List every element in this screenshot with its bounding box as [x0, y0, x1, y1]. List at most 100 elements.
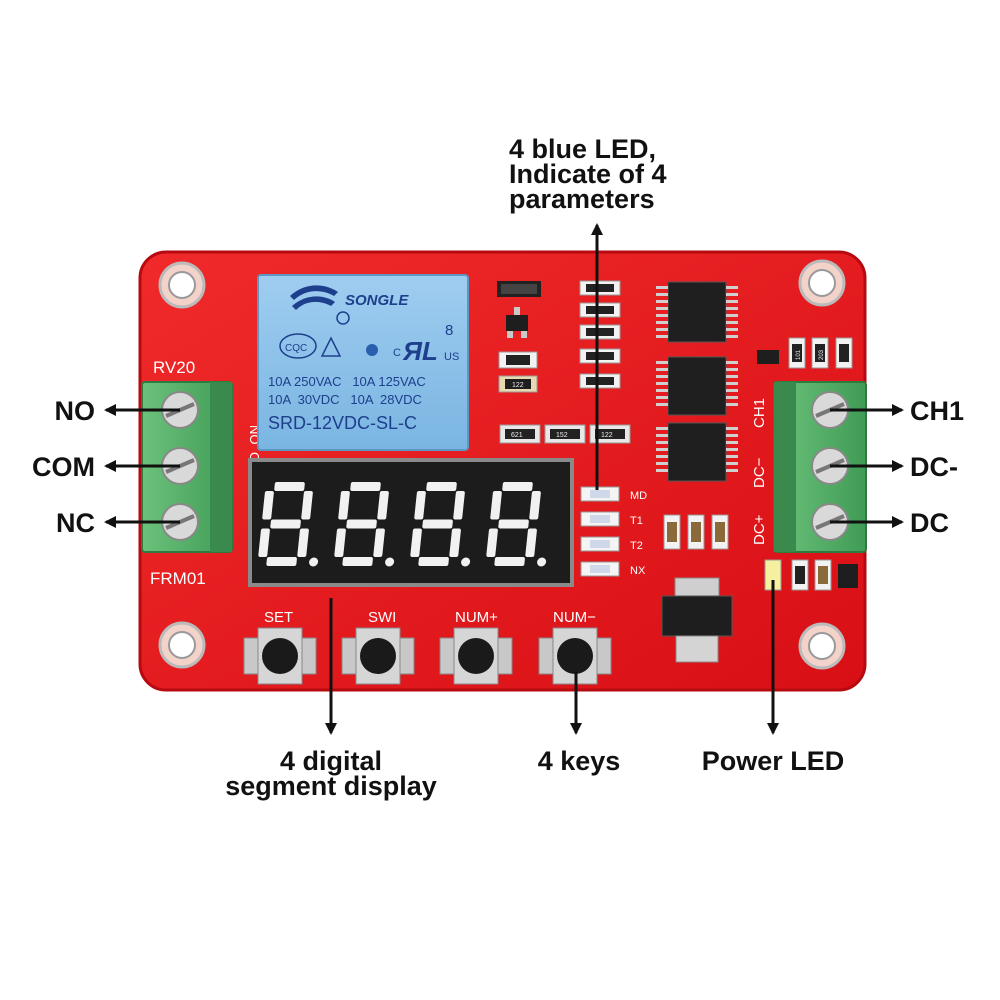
relay-mark-8: 8: [445, 322, 453, 339]
callout-power-led: Power LED: [702, 746, 845, 776]
num-minus-button[interactable]: [538, 627, 612, 685]
relay-cert-us: US: [444, 351, 459, 363]
callout-dc-minus: DC-: [910, 452, 958, 482]
songle-logo-icon: [290, 285, 338, 310]
warning-triangle-icon: [320, 336, 342, 357]
digit-segment: [418, 557, 449, 566]
smd-components-right: 101 203: [757, 337, 853, 369]
digit-dot: [461, 557, 471, 567]
callout-keys: 4 keys: [538, 746, 621, 776]
mounting-hole: [158, 261, 206, 309]
led-label-nx: NX: [630, 565, 646, 577]
smd-components-power: [663, 514, 858, 591]
digit-segment: [502, 482, 533, 491]
relay-ul-mark: ЯL: [402, 336, 438, 366]
smd-code: 122: [601, 432, 613, 439]
callout-no: NO: [55, 396, 96, 426]
digit-segment: [274, 482, 305, 491]
digit-segment: [490, 491, 502, 520]
ic-chip: [656, 422, 738, 482]
digit-segment: [486, 528, 498, 557]
digit-segment: [498, 519, 529, 529]
callout-display-line2: segment display: [225, 771, 437, 801]
digit-segment: [414, 491, 426, 520]
callout-leds-line1: 4 blue LED,: [509, 134, 656, 164]
led-label-md: MD: [630, 490, 647, 502]
voltage-regulator: [661, 577, 733, 663]
relay-rating-ac: 10A 250VAC 10A 125VAC: [268, 374, 426, 389]
digit-segment: [334, 528, 346, 557]
smd-code: 101: [796, 349, 802, 360]
digit-segment: [453, 491, 465, 520]
relay-brand: SONGLE: [345, 292, 409, 309]
smd-components: 122 621 152 122: [497, 281, 631, 444]
digit-segment: [377, 491, 389, 520]
display-digit: [486, 482, 547, 567]
digit-segment: [449, 528, 461, 557]
digit-segment: [494, 557, 525, 566]
relay: SONGLE CQC C ЯL US 8 10A 250VAC 10A 125V…: [257, 274, 469, 451]
led-label-t2: T2: [630, 540, 643, 552]
callout-leds-line2: Indicate of 4: [509, 159, 667, 189]
relay-model: SRD-12VDC-SL-C: [268, 413, 417, 433]
relay-cqc-mark: CQC: [285, 343, 307, 354]
num-plus-button[interactable]: [439, 627, 513, 685]
led-label-t1: T1: [630, 515, 643, 527]
display-digit: [258, 482, 319, 567]
segment-display: [248, 458, 574, 587]
callout-nc: NC: [56, 508, 95, 538]
board-model-bottom: FRM01: [150, 569, 206, 588]
callout-com: COM: [32, 452, 95, 482]
mounting-hole: [798, 259, 846, 307]
resistor-array: [579, 280, 621, 389]
ic-chip: [656, 281, 738, 343]
digit-segment: [422, 519, 453, 529]
button-label-num-plus: NUM+: [455, 609, 498, 626]
set-button[interactable]: [243, 627, 317, 685]
pin-label-ch1: CH1: [751, 398, 768, 428]
smd-code: 203: [819, 349, 825, 360]
callout-display-line1: 4 digital: [280, 746, 382, 776]
digit-segment: [338, 491, 350, 520]
digit-segment: [297, 528, 309, 557]
callout-dc: DC: [910, 508, 949, 538]
pin-label-dc-plus: DC+: [751, 514, 768, 545]
smd-code: 621: [511, 432, 523, 439]
display-digits: [258, 482, 547, 567]
digit-segment: [350, 482, 381, 491]
digit-segment: [262, 491, 274, 520]
digit-segment: [346, 519, 377, 529]
digit-segment: [529, 491, 541, 520]
digit-dot: [385, 557, 395, 567]
swi-button[interactable]: [341, 627, 415, 685]
mounting-hole: [798, 622, 846, 670]
digit-dot: [309, 557, 319, 567]
display-digit: [334, 482, 395, 567]
digit-segment: [270, 519, 301, 529]
digit-segment: [258, 528, 270, 557]
relay-cert-c: C: [393, 347, 401, 359]
digit-segment: [373, 528, 385, 557]
relay-rating-dc: 10A 30VDC 10A 28VDC: [268, 392, 422, 407]
digit-segment: [266, 557, 297, 566]
digit-segment: [525, 528, 537, 557]
button-label-swi: SWI: [368, 609, 396, 626]
relay-indicator-dot: [366, 344, 378, 356]
button-label-set: SET: [264, 609, 293, 626]
button-label-num-minus: NUM−: [553, 609, 596, 626]
callout-arrows: [104, 223, 904, 735]
callout-ch1: CH1: [910, 396, 964, 426]
smd-code: 122: [512, 382, 524, 389]
digit-segment: [301, 491, 313, 520]
mounting-hole: [158, 621, 206, 669]
blue-led-group: [580, 486, 620, 577]
smd-code: 152: [556, 432, 568, 439]
digit-segment: [410, 528, 422, 557]
pin-label-dc-minus: DC−: [751, 457, 768, 488]
digit-segment: [342, 557, 373, 566]
callout-leds-line3: parameters: [509, 184, 655, 214]
display-digit: [410, 482, 471, 567]
digit-segment: [426, 482, 457, 491]
board-model-top: RV20: [153, 358, 195, 377]
